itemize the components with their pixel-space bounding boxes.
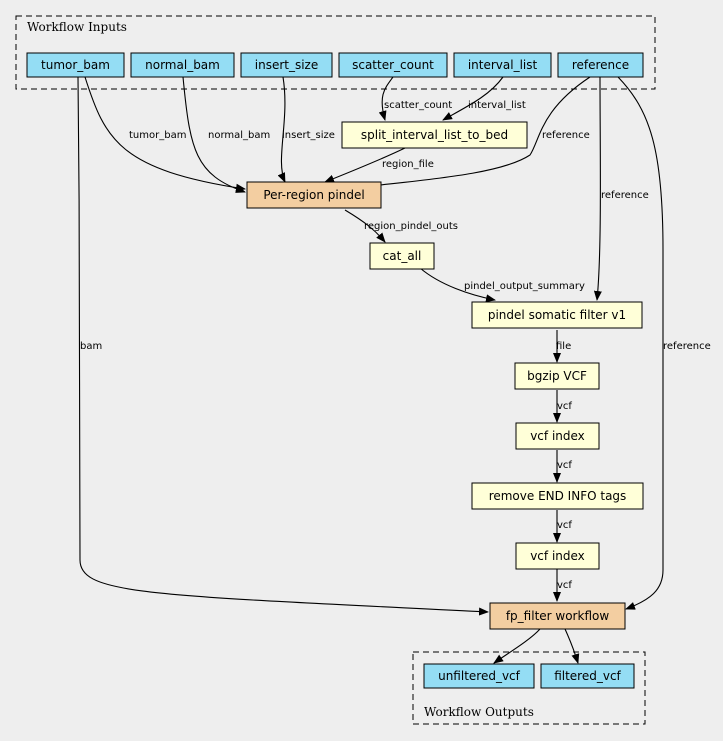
node-label: cat_all bbox=[383, 249, 422, 263]
edge-insert-size-to-pindel bbox=[277, 76, 286, 183]
node-label: interval_list bbox=[468, 58, 538, 72]
node-filtered-vcf[interactable]: filtered_vcf bbox=[540, 663, 635, 689]
edge-fp-filter-to-filtered bbox=[564, 628, 580, 664]
node-label: unfiltered_vcf bbox=[438, 669, 521, 683]
node-label: scatter_count bbox=[352, 58, 434, 72]
edge-interval-list-to-split bbox=[442, 76, 504, 121]
node-label: remove END INFO tags bbox=[489, 489, 627, 503]
edge-label-tumor-bam: tumor_bam bbox=[129, 130, 186, 141]
edge-label-bam: bam bbox=[80, 341, 102, 352]
node-split-interval-list-to-bed[interactable]: split_interval_list_to_bed bbox=[341, 121, 528, 149]
node-label: insert_size bbox=[255, 58, 318, 72]
edge-split-to-pindel bbox=[324, 147, 406, 183]
edge-label-vcf-3: vcf bbox=[557, 520, 572, 531]
node-vcf-index-2[interactable]: vcf index bbox=[515, 542, 600, 570]
edge-label-vcf-4: vcf bbox=[557, 580, 572, 591]
node-label: bgzip VCF bbox=[527, 369, 587, 383]
edge-label-scatter-count: scatter_count bbox=[384, 100, 452, 111]
edge-reference-to-filter bbox=[593, 76, 602, 301]
workflow-outputs-cluster: Workflow Outputs bbox=[412, 651, 646, 725]
node-cat-all[interactable]: cat_all bbox=[369, 242, 435, 270]
edge-scatter-count-to-split bbox=[378, 76, 394, 121]
node-reference[interactable]: reference bbox=[557, 52, 644, 78]
edges bbox=[77, 76, 664, 664]
node-label: fp_filter workflow bbox=[506, 609, 610, 623]
node-label: vcf index bbox=[530, 429, 585, 443]
edge-label-normal-bam: normal_bam bbox=[208, 130, 270, 141]
node-normal-bam[interactable]: normal_bam bbox=[130, 52, 235, 78]
node-insert-size[interactable]: insert_size bbox=[240, 52, 333, 78]
edge-tumor-bam-to-fp-filter bbox=[77, 76, 489, 616]
node-label: filtered_vcf bbox=[554, 669, 621, 683]
edge-label-pindel-output-summary: pindel_output_summary bbox=[464, 281, 585, 292]
edge-label-insert-size: insert_size bbox=[282, 130, 335, 141]
node-tumor-bam[interactable]: tumor_bam bbox=[26, 52, 125, 78]
edge-label-region-file: region_file bbox=[382, 159, 434, 170]
node-pindel-somatic-filter[interactable]: pindel somatic filter v1 bbox=[471, 301, 643, 329]
edge-normal-bam-to-pindel bbox=[182, 76, 246, 193]
workflow-inputs-title: Workflow Inputs bbox=[27, 20, 127, 34]
node-interval-list[interactable]: interval_list bbox=[453, 52, 552, 78]
edge-fp-filter-to-unfiltered bbox=[493, 628, 541, 664]
edge-reference-to-fp-filter bbox=[617, 76, 664, 610]
node-per-region-pindel[interactable]: Per-region pindel bbox=[246, 181, 382, 209]
edge-label-interval-list: interval_list bbox=[468, 100, 526, 111]
edge-label-reference-filter: reference bbox=[601, 190, 649, 201]
node-label: normal_bam bbox=[145, 58, 220, 72]
node-label: tumor_bam bbox=[41, 58, 110, 72]
edge-label-vcf-2: vcf bbox=[557, 460, 572, 471]
edge-label-reference-fp: reference bbox=[663, 341, 711, 352]
edge-cat-all-to-filter bbox=[419, 267, 496, 303]
node-vcf-index-1[interactable]: vcf index bbox=[515, 422, 600, 450]
workflow-outputs-title: Workflow Outputs bbox=[424, 705, 534, 719]
node-remove-end-info-tags[interactable]: remove END INFO tags bbox=[471, 482, 644, 510]
node-label: Per-region pindel bbox=[263, 188, 364, 202]
edge-pindel-to-cat-all bbox=[344, 209, 386, 243]
node-fp-filter-workflow[interactable]: fp_filter workflow bbox=[489, 602, 626, 630]
edge-reference-to-pindel bbox=[353, 76, 591, 191]
edge-labels: scatter_count interval_list tumor_bam no… bbox=[80, 100, 711, 591]
edge-label-reference-pindel: reference bbox=[542, 130, 590, 141]
node-label: split_interval_list_to_bed bbox=[361, 128, 508, 142]
edge-tumor-bam-to-pindel bbox=[84, 76, 246, 192]
node-label: pindel somatic filter v1 bbox=[488, 308, 626, 322]
node-scatter-count[interactable]: scatter_count bbox=[338, 52, 448, 78]
edge-label-vcf-1: vcf bbox=[557, 401, 572, 412]
node-label: reference bbox=[572, 58, 629, 72]
node-unfiltered-vcf[interactable]: unfiltered_vcf bbox=[423, 663, 535, 689]
node-label: vcf index bbox=[530, 549, 585, 563]
edge-label-region-pindel-outs: region_pindel_outs bbox=[364, 221, 458, 232]
workflow-inputs-cluster: Workflow Inputs bbox=[15, 15, 656, 90]
edge-label-file: file bbox=[556, 341, 571, 352]
node-bgzip-vcf[interactable]: bgzip VCF bbox=[514, 362, 600, 390]
